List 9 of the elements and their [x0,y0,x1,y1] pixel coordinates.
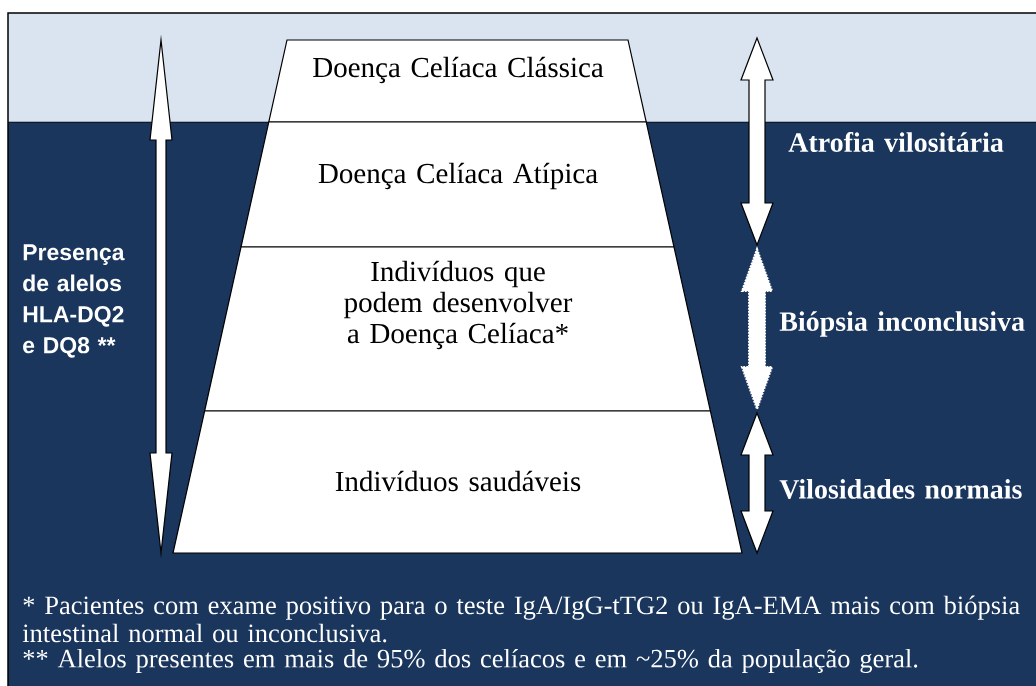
footnote-text: ** Alelos presentes em mais de 95% dos celíacos e em ~25% da população geral. [23,648,918,674]
side-label: Presença de alelos HLA-DQ2 e DQ8 ** [23,244,125,358]
range-label: Biópsia inconclusiva [779,311,1025,337]
pyramid-band: Indivíduos saudáveis [172,410,743,554]
footnote-text: * Pacientes com exame positivo para o teste IgA/IgG-tTG2 ou IgA-EMA mais com biópsia intestinal normal ou inconclusiva. [22,595,1020,643]
pyramid-band: Doença Celíaca Clássica [268,39,647,123]
pyramid-band: Doença Celíaca Atípica [240,121,675,248]
range-label: Vilosidades normais [779,479,1022,499]
range-label: Atrofia vilositária [788,132,1004,152]
